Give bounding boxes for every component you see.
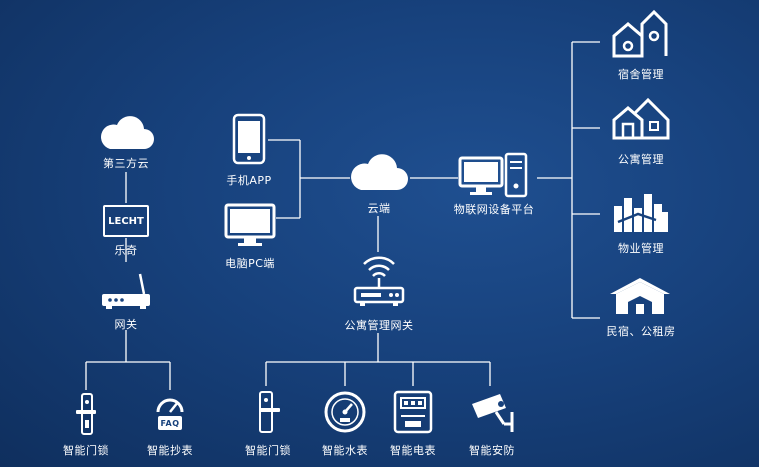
- mobile-phone-icon: [232, 113, 266, 165]
- iot-platform-icon: [458, 152, 528, 198]
- mobile-app-label: 手机APP: [226, 174, 272, 187]
- bottom-door-lock-icon: [259, 391, 280, 433]
- smart-meter-reading-label: 智能抄表: [147, 444, 193, 457]
- faq-badge: FAQ: [160, 419, 180, 428]
- water-meter-icon: [324, 391, 366, 433]
- leqi-label: 乐奇: [114, 244, 138, 257]
- third-party-cloud-icon: [101, 116, 154, 149]
- lecht-logo: LECHT: [103, 205, 149, 237]
- computer-icon: [224, 203, 276, 246]
- apartment-icon: [612, 97, 670, 140]
- door-lock-icon: [76, 393, 96, 435]
- apartment-label: 公寓管理: [618, 153, 664, 166]
- cloud-icon: [351, 154, 408, 190]
- dormitory-icon: [612, 9, 668, 58]
- gateway-label: 网关: [114, 318, 138, 331]
- property-icon: [614, 194, 668, 232]
- apartment-gateway-icon: [353, 256, 405, 306]
- pc-label: 电脑PC端: [225, 257, 275, 270]
- water-meter-label: 智能水表: [322, 444, 368, 457]
- electric-meter-icon: [393, 390, 433, 434]
- security-label: 智能安防: [469, 444, 515, 457]
- meter-reading-icon: [156, 398, 184, 430]
- homestay-label: 民宿、公租房: [606, 325, 676, 338]
- smart-lock-label: 智能门锁: [245, 444, 291, 457]
- dormitory-label: 宿舍管理: [618, 68, 664, 81]
- security-camera-icon: [472, 394, 514, 432]
- iot-platform-label: 物联网设备平台: [453, 203, 535, 216]
- homestay-icon: [610, 278, 670, 314]
- third-party-cloud-label: 第三方云: [103, 157, 149, 170]
- apartment-gateway-label: 公寓管理网关: [344, 319, 414, 332]
- cloud-label: 云端: [367, 202, 391, 215]
- router-icon: [102, 273, 150, 309]
- property-label: 物业管理: [618, 242, 664, 255]
- electric-meter-label: 智能电表: [390, 444, 436, 457]
- left-smart-lock-label: 智能门锁: [63, 444, 109, 457]
